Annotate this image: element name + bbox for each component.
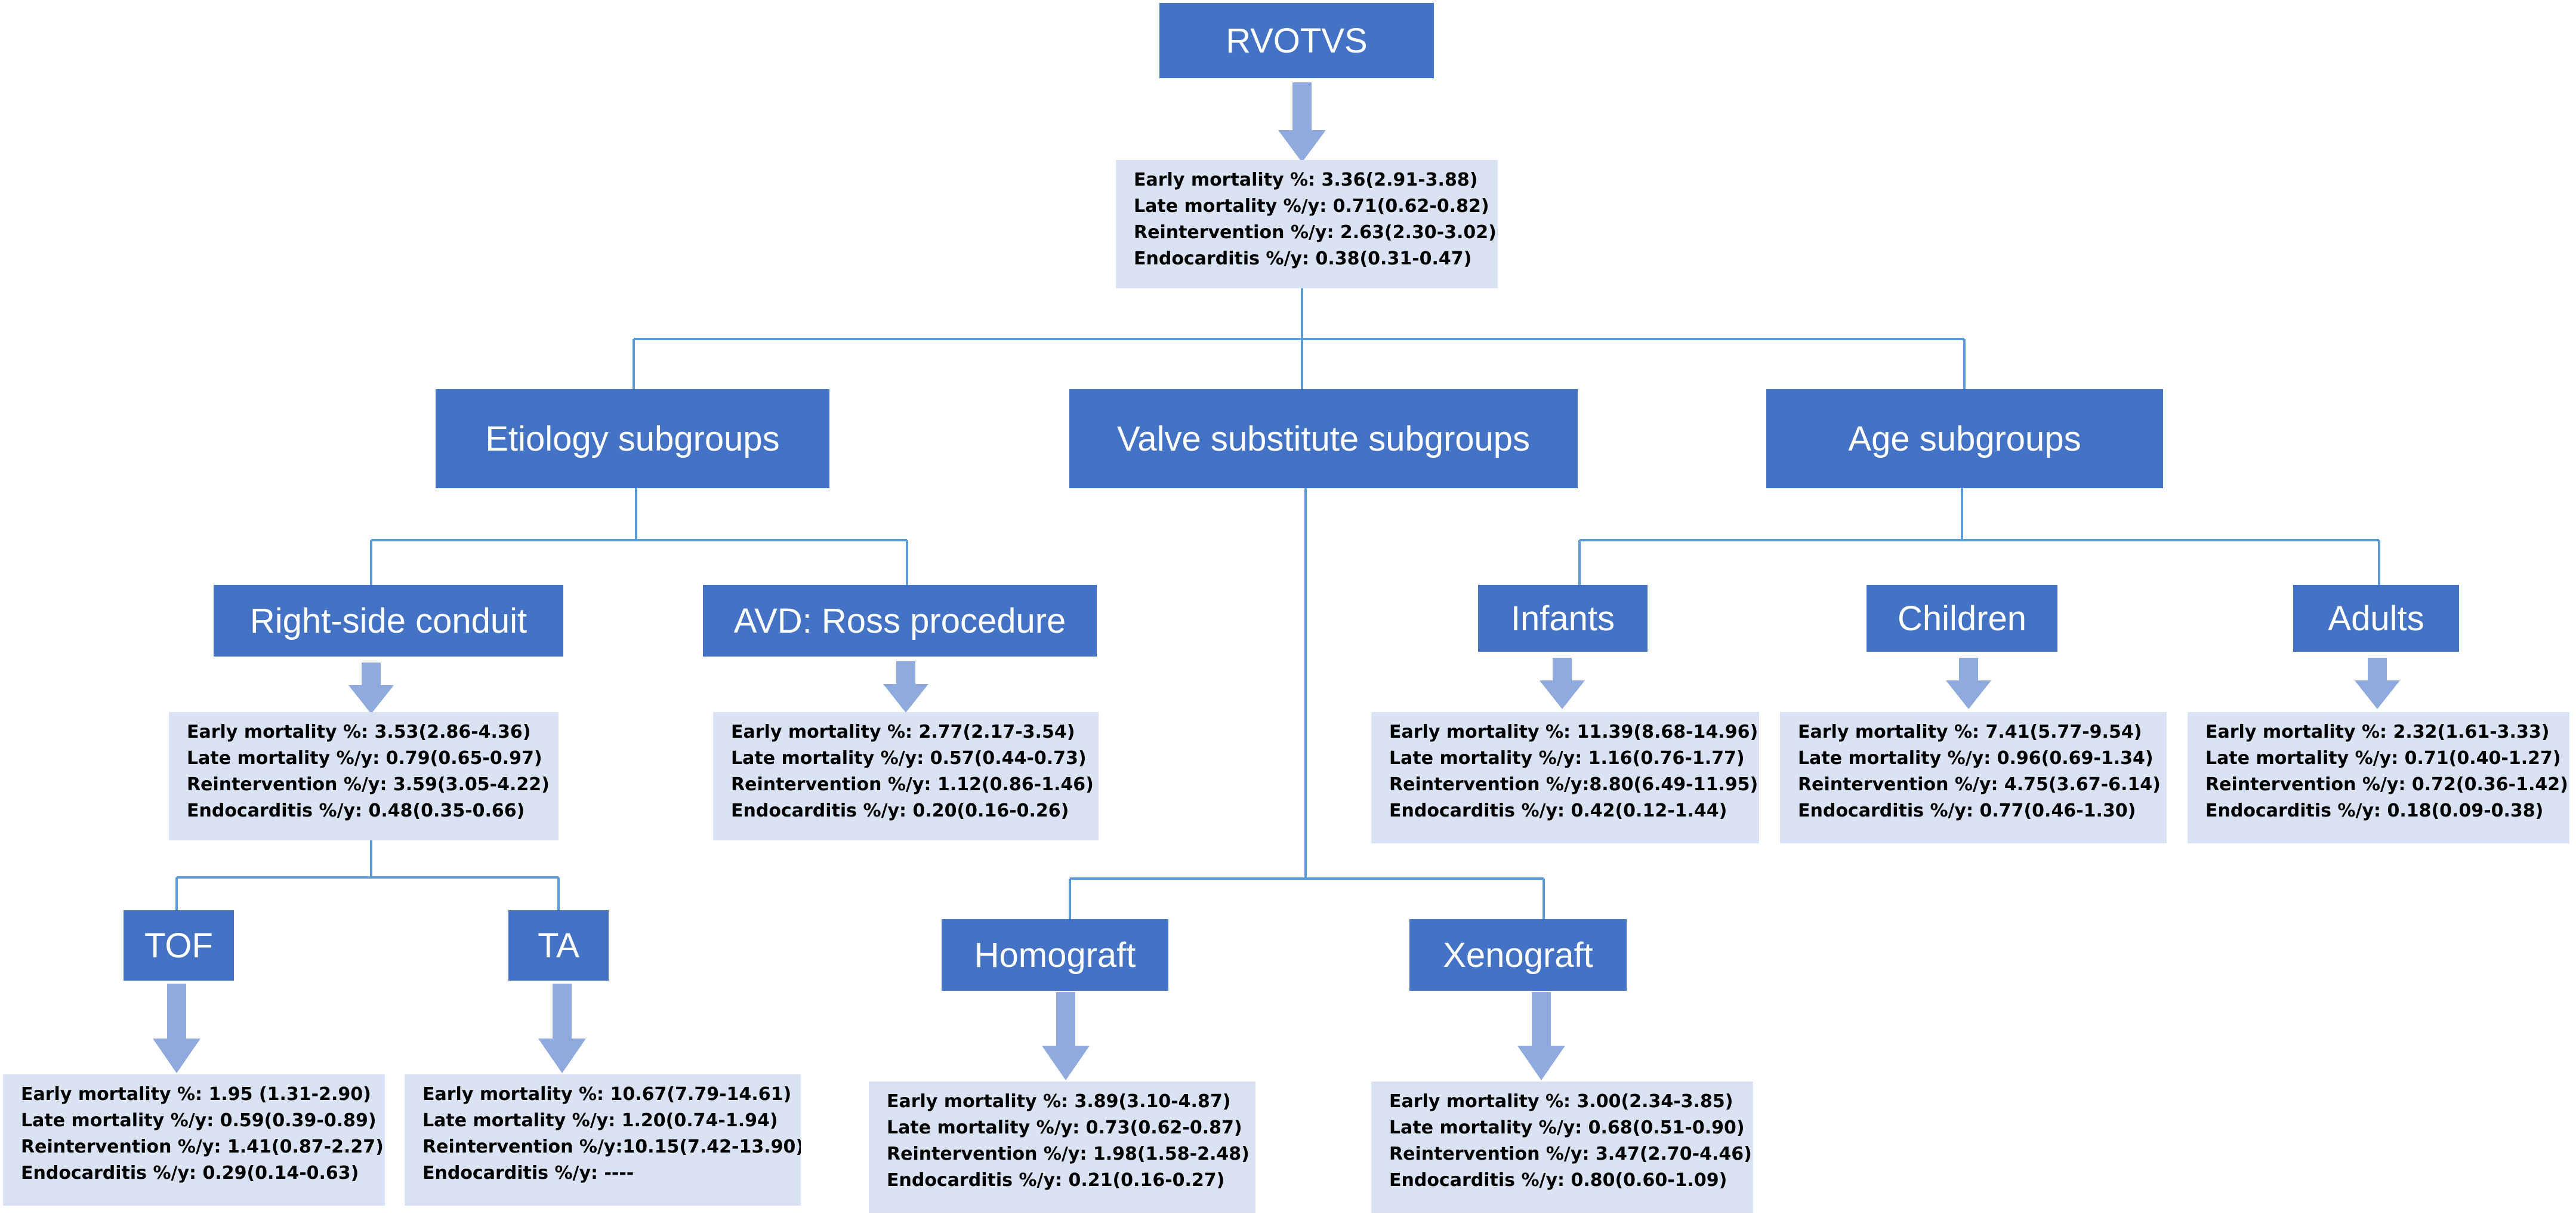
stat-late-mortality: Late mortality %/y: 0.59(0.39-0.89) [21, 1110, 377, 1131]
stat-endocarditis: Endocarditis %/y: 0.18(0.09-0.38) [2205, 800, 2544, 821]
arrow-right-side [348, 663, 394, 714]
stat-early-mortality: Early mortality %: 11.39(8.68-14.96) [1389, 722, 1759, 742]
node-xenograft: Xenograft [1409, 919, 1627, 991]
arrow-adults [2355, 658, 2400, 709]
node-children: Children [1867, 585, 2057, 652]
stat-reintervention: Reintervention %/y:10.15(7.42-13.90) [422, 1136, 801, 1157]
arrow-ta [538, 984, 586, 1073]
stat-late-mortality: Late mortality %/y: 0.73(0.62-0.87) [887, 1117, 1242, 1138]
stat-reintervention: Reintervention %/y: 1.41(0.87-2.27) [21, 1136, 384, 1157]
stat-reintervention: Reintervention %/y: 4.75(3.67-6.14) [1798, 774, 2161, 795]
stat-endocarditis: Endocarditis %/y: ---- [422, 1163, 634, 1184]
stat-reintervention: Reintervention %/y: 2.63(2.30-3.02) [1134, 222, 1497, 243]
node-adults: Adults [2293, 585, 2459, 652]
stat-late-mortality: Late mortality %/y: 1.16(0.76-1.77) [1389, 748, 1745, 769]
node-ta: TA [508, 910, 609, 981]
stats-avd-ross-procedure: Early mortality %: 2.77(2.17-3.54) Late … [713, 712, 1099, 840]
arrow-ross [883, 661, 928, 713]
stats-xenograft: Early mortality %: 3.00(2.34-3.85) Late … [1371, 1082, 1753, 1213]
stat-endocarditis: Endocarditis %/y: 0.38(0.31-0.47) [1134, 248, 1472, 269]
connector-etiology-children [370, 488, 908, 585]
stats-adults: Early mortality %: 2.32(1.61-3.33) Late … [2188, 712, 2569, 843]
stat-late-mortality: Late mortality %/y: 0.71(0.40-1.27) [2205, 748, 2561, 769]
stat-early-mortality: Early mortality %: 1.95 (1.31-2.90) [21, 1084, 371, 1105]
node-infants: Infants [1478, 585, 1648, 652]
stat-endocarditis: Endocarditis %/y: 0.80(0.60-1.09) [1389, 1170, 1727, 1191]
node-rvotvs: RVOTVS [1159, 3, 1434, 78]
stat-endocarditis: Endocarditis %/y: 0.48(0.35-0.66) [187, 800, 525, 821]
stat-late-mortality: Late mortality %/y: 0.68(0.51-0.90) [1389, 1117, 1745, 1138]
arrow-infants [1540, 658, 1585, 709]
stat-reintervention: Reintervention %/y:8.80(6.49-11.95) [1389, 774, 1759, 795]
stat-reintervention: Reintervention %/y: 3.47(2.70-4.46) [1389, 1144, 1752, 1164]
node-etiology-subgroups: Etiology subgroups [436, 389, 829, 488]
stat-late-mortality: Late mortality %/y: 0.71(0.62-0.82) [1134, 196, 1489, 217]
arrow-xenograft [1517, 992, 1565, 1080]
stat-late-mortality: Late mortality %/y: 1.20(0.74-1.94) [422, 1110, 778, 1131]
stats-ta: Early mortality %: 10.67(7.79-14.61) Lat… [405, 1074, 801, 1206]
stats-tof: Early mortality %: 1.95 (1.31-2.90) Late… [3, 1074, 385, 1206]
stat-endocarditis: Endocarditis %/y: 0.20(0.16-0.26) [731, 800, 1069, 821]
stat-early-mortality: Early mortality %: 3.89(3.10-4.87) [887, 1091, 1231, 1112]
connector-age-children [1578, 488, 2380, 585]
stats-infants: Early mortality %: 11.39(8.68-14.96) Lat… [1371, 712, 1759, 843]
node-avd-ross-procedure: AVD: Ross procedure [703, 585, 1097, 657]
stats-homograft: Early mortality %: 3.89(3.10-4.87) Late … [869, 1082, 1255, 1213]
arrow-homograft [1042, 992, 1090, 1080]
node-age-subgroups: Age subgroups [1766, 389, 2163, 488]
stat-reintervention: Reintervention %/y: 0.72(0.36-1.42) [2205, 774, 2568, 795]
stat-endocarditis: Endocarditis %/y: 0.29(0.14-0.63) [21, 1163, 359, 1184]
stat-endocarditis: Endocarditis %/y: 0.21(0.16-0.27) [887, 1170, 1225, 1191]
arrow-children [1946, 658, 1991, 709]
stat-late-mortality: Late mortality %/y: 0.57(0.44-0.73) [731, 748, 1087, 769]
node-tof: TOF [124, 910, 234, 981]
stat-early-mortality: Early mortality %: 7.41(5.77-9.54) [1798, 722, 2142, 742]
stat-endocarditis: Endocarditis %/y: 0.42(0.12-1.44) [1389, 800, 1727, 821]
stat-early-mortality: Early mortality %: 3.00(2.34-3.85) [1389, 1091, 1733, 1112]
stat-late-mortality: Late mortality %/y: 0.79(0.65-0.97) [187, 748, 542, 769]
stat-early-mortality: Early mortality %: 3.36(2.91-3.88) [1134, 170, 1478, 190]
stat-reintervention: Reintervention %/y: 1.98(1.58-2.48) [887, 1144, 1250, 1164]
connector-valve-children [1069, 488, 1545, 919]
stat-reintervention: Reintervention %/y: 1.12(0.86-1.46) [731, 774, 1094, 795]
node-right-side-conduit: Right-side conduit [214, 585, 563, 657]
stats-children: Early mortality %: 7.41(5.77-9.54) Late … [1780, 712, 2167, 843]
connector-right-side-children [175, 840, 560, 910]
stat-reintervention: Reintervention %/y: 3.59(3.05-4.22) [187, 774, 550, 795]
stat-early-mortality: Early mortality %: 3.53(2.86-4.36) [187, 722, 531, 742]
stat-endocarditis: Endocarditis %/y: 0.77(0.46-1.30) [1798, 800, 2136, 821]
connector-root-to-subgroups [633, 288, 1966, 389]
stats-rvotvs: Early mortality %: 3.36(2.91-3.88) Late … [1116, 160, 1498, 288]
stat-early-mortality: Early mortality %: 2.32(1.61-3.33) [2205, 722, 2550, 742]
stat-early-mortality: Early mortality %: 2.77(2.17-3.54) [731, 722, 1075, 742]
arrow-tof [153, 984, 200, 1073]
stat-late-mortality: Late mortality %/y: 0.96(0.69-1.34) [1798, 748, 2154, 769]
stats-right-side-conduit: Early mortality %: 3.53(2.86-4.36) Late … [169, 712, 559, 840]
node-homograft: Homograft [942, 919, 1168, 991]
arrow-root [1278, 82, 1326, 162]
node-valve-substitute-subgroups: Valve substitute subgroups [1069, 389, 1578, 488]
stat-early-mortality: Early mortality %: 10.67(7.79-14.61) [422, 1084, 792, 1105]
